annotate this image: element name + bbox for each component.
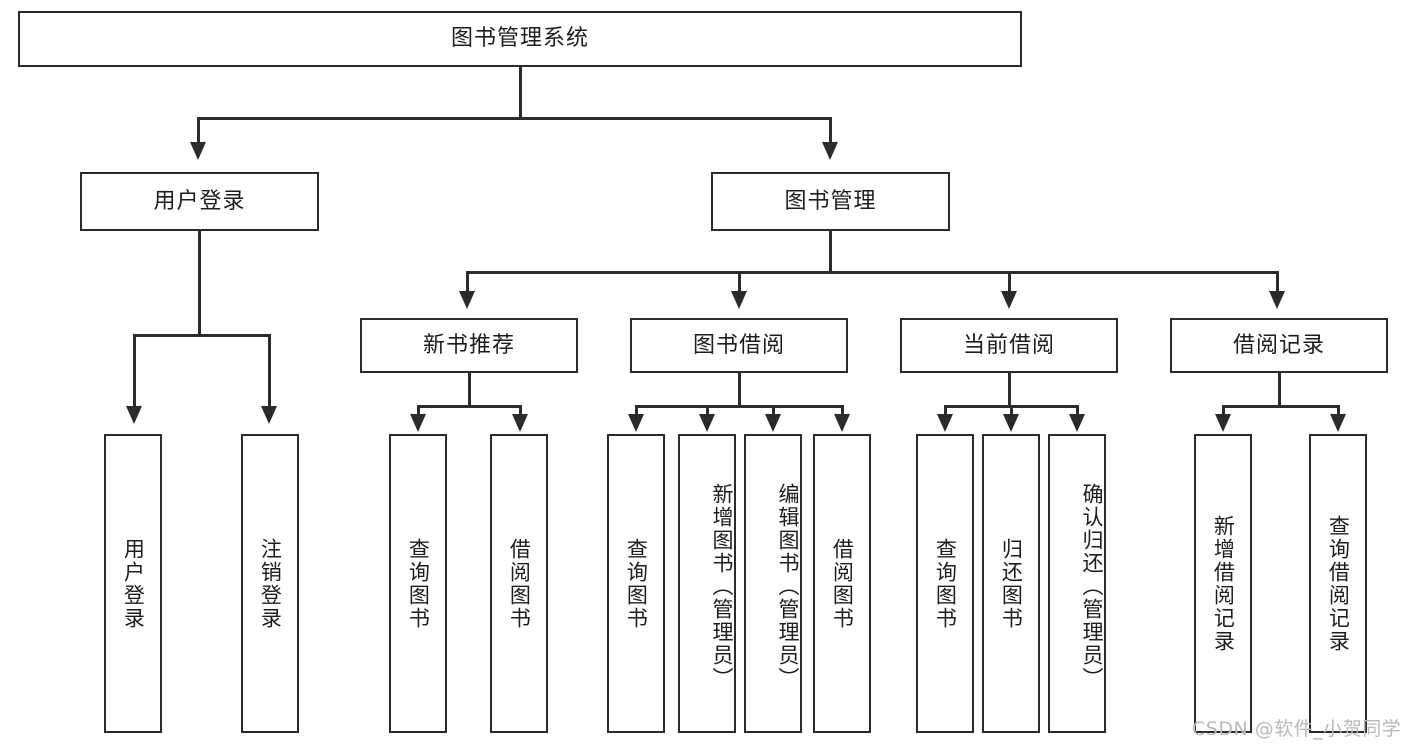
edge-book-manage-to-book-borrow (738, 271, 741, 295)
edge-root-bus (197, 117, 832, 120)
edge-current-borrow-to-leaf-1 (944, 405, 947, 417)
node-leaf-confirm-return[interactable]: 确认归还（管理员） (1048, 434, 1106, 733)
node-leaf-query-record[interactable]: 查询借阅记录 (1309, 434, 1367, 733)
edge-user-login-to-leaf-2 (268, 334, 271, 410)
node-borrow-record[interactable]: 借阅记录 (1170, 318, 1388, 373)
edge-book-manage-to-current-borrow (1008, 271, 1011, 295)
edge-book-borrow-to-leaf-4 (841, 405, 844, 417)
edge-new-book-stem (468, 373, 471, 407)
node-leaf-add-book-label: 新增图书（管理员） (710, 483, 734, 690)
arrow-book-manage-to-borrow-record (1269, 291, 1285, 309)
arrow-current-borrow-to-leaf-3 (1069, 414, 1085, 432)
edge-book-borrow-to-leaf-1 (635, 405, 638, 417)
edge-current-borrow-to-leaf-3 (1076, 405, 1079, 417)
node-leaf-user-logout-label: 注销登录 (258, 537, 283, 630)
arrow-root-to-book-manage (822, 142, 838, 160)
edge-user-login-stem (198, 231, 201, 336)
arrow-user-login-to-leaf-1 (126, 406, 142, 424)
node-root-label: 图书管理系统 (450, 26, 589, 52)
arrow-book-manage-to-current-borrow (1001, 291, 1017, 309)
node-book-manage-label: 图书管理 (784, 188, 877, 214)
arrow-book-borrow-to-leaf-4 (834, 414, 850, 432)
arrow-user-login-to-leaf-2 (261, 406, 277, 424)
node-leaf-user-login[interactable]: 用户登录 (104, 434, 162, 733)
node-current-borrow-label: 当前借阅 (962, 332, 1055, 358)
node-leaf-edit-book[interactable]: 编辑图书（管理员） (744, 434, 802, 733)
edge-book-manage-to-borrow-record (1276, 271, 1279, 295)
edge-root-stem (519, 67, 522, 119)
edge-root-to-user-login (197, 117, 200, 147)
edge-book-borrow-to-leaf-3 (772, 405, 775, 417)
node-leaf-query-book-1[interactable]: 查询图书 (389, 434, 447, 733)
node-leaf-user-login-label: 用户登录 (121, 537, 146, 630)
node-leaf-query-book-1-label: 查询图书 (406, 537, 431, 630)
node-leaf-borrow-book-2[interactable]: 借阅图书 (813, 434, 871, 733)
watermark-text: CSDN @软件_小贺同学 (1192, 718, 1402, 740)
edge-book-borrow-stem (738, 373, 741, 407)
edge-user-login-to-leaf-1 (133, 334, 136, 410)
arrow-new-book-to-leaf-2 (512, 414, 528, 432)
edge-new-book-to-leaf-2 (519, 405, 522, 417)
node-leaf-add-book[interactable]: 新增图书（管理员） (678, 434, 736, 733)
node-leaf-add-record[interactable]: 新增借阅记录 (1194, 434, 1252, 733)
node-user-login-label: 用户登录 (153, 188, 246, 214)
node-leaf-return-book-label: 归还图书 (999, 537, 1024, 630)
edge-book-manage-bus (466, 271, 1277, 274)
edge-borrow-record-to-leaf-1 (1222, 405, 1225, 417)
node-book-borrow[interactable]: 图书借阅 (630, 318, 848, 373)
edge-user-login-bus (133, 334, 270, 337)
node-current-borrow[interactable]: 当前借阅 (900, 318, 1118, 373)
edge-current-borrow-to-leaf-2 (1010, 405, 1013, 417)
node-leaf-user-logout[interactable]: 注销登录 (241, 434, 299, 733)
node-leaf-add-record-label: 新增借阅记录 (1211, 514, 1236, 653)
arrow-book-borrow-to-leaf-1 (628, 414, 644, 432)
node-leaf-query-record-label: 查询借阅记录 (1326, 514, 1351, 653)
arrow-root-to-user-login (190, 142, 206, 160)
node-root[interactable]: 图书管理系统 (18, 11, 1022, 67)
edge-book-borrow-bus (635, 405, 844, 408)
arrow-current-borrow-to-leaf-1 (937, 414, 953, 432)
edge-new-book-to-leaf-1 (417, 405, 420, 417)
arrow-book-manage-to-book-borrow (731, 291, 747, 309)
edge-book-manage-stem (829, 231, 832, 273)
node-leaf-query-book-2-label: 查询图书 (624, 537, 649, 630)
node-user-login[interactable]: 用户登录 (80, 172, 319, 231)
edge-book-manage-to-new-book (466, 271, 469, 295)
node-leaf-query-book-3-label: 查询图书 (933, 537, 958, 630)
node-leaf-borrow-book-2-label: 借阅图书 (830, 537, 855, 630)
arrow-book-borrow-to-leaf-3 (765, 414, 781, 432)
node-leaf-edit-book-label: 编辑图书（管理员） (776, 483, 800, 690)
node-leaf-borrow-book-1-label: 借阅图书 (507, 537, 532, 630)
node-leaf-borrow-book-1[interactable]: 借阅图书 (490, 434, 548, 733)
edge-borrow-record-bus (1222, 405, 1340, 408)
arrow-borrow-record-to-leaf-1 (1215, 414, 1231, 432)
arrow-borrow-record-to-leaf-2 (1330, 414, 1346, 432)
node-leaf-query-book-2[interactable]: 查询图书 (607, 434, 665, 733)
arrow-current-borrow-to-leaf-2 (1003, 414, 1019, 432)
edge-borrow-record-stem (1278, 373, 1281, 407)
node-leaf-query-book-3[interactable]: 查询图书 (916, 434, 974, 733)
node-leaf-return-book[interactable]: 归还图书 (982, 434, 1040, 733)
edge-root-to-book-manage (829, 117, 832, 147)
arrow-book-manage-to-new-book (459, 291, 475, 309)
node-new-book-recommend[interactable]: 新书推荐 (360, 318, 578, 373)
edge-borrow-record-to-leaf-2 (1337, 405, 1340, 417)
edge-current-borrow-stem (1008, 373, 1011, 407)
node-book-borrow-label: 图书借阅 (692, 332, 785, 358)
node-leaf-confirm-return-label: 确认归还（管理员） (1080, 483, 1104, 690)
edge-book-borrow-to-leaf-2 (706, 405, 709, 417)
node-new-book-recommend-label: 新书推荐 (422, 332, 515, 358)
arrow-new-book-to-leaf-1 (410, 414, 426, 432)
edge-new-book-bus (417, 405, 522, 408)
node-borrow-record-label: 借阅记录 (1232, 332, 1325, 358)
node-book-manage[interactable]: 图书管理 (711, 172, 950, 231)
arrow-book-borrow-to-leaf-2 (699, 414, 715, 432)
